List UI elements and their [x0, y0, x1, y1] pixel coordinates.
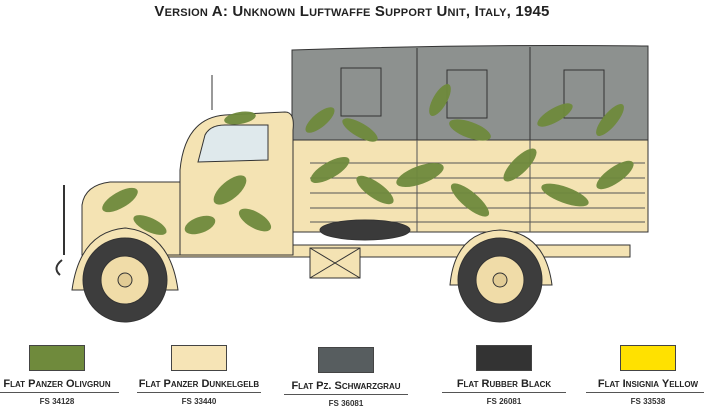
- rear-wheel: [457, 237, 543, 323]
- swatch-name: Flat Insignia Yellow: [597, 378, 699, 390]
- swatch-code: FS 36081: [328, 399, 364, 408]
- swatch-name: Flat Rubber Black: [456, 378, 552, 390]
- front-wheel: [82, 237, 168, 323]
- swatch-code: FS 34128: [39, 397, 75, 406]
- swatch-code: FS 33538: [630, 397, 666, 406]
- cargo-bed: [291, 139, 649, 233]
- truck-illustration: [55, 45, 649, 323]
- swatch-name: Flat Pz. Schwarzgrau: [291, 380, 401, 392]
- color-chip: [171, 345, 227, 371]
- swatch-panzer-olivgrun: Flat Panzer Olivgrun FS 34128: [0, 345, 127, 406]
- color-chip: [620, 345, 676, 371]
- color-chip: [476, 345, 532, 371]
- swatch-name: Flat Panzer Dunkelgelb: [138, 378, 260, 390]
- swatch-rubber-black: Flat Rubber Black FS 26081: [434, 345, 574, 406]
- color-chip: [29, 345, 85, 371]
- color-chip: [318, 347, 374, 373]
- swatch-name: Flat Panzer Olivgrun: [3, 378, 111, 390]
- spare-tire: [319, 219, 411, 241]
- swatch-insignia-yellow: Flat Insignia Yellow FS 33538: [578, 345, 704, 406]
- page-title: Version A: Unknown Luftwaffe Support Uni…: [154, 3, 550, 20]
- cab-window: [197, 124, 269, 163]
- swatch-code: FS 26081: [486, 397, 522, 406]
- swatch-panzer-dunkelgelb: Flat Panzer Dunkelgelb FS 33440: [129, 345, 269, 406]
- swatch-code: FS 33440: [181, 397, 217, 406]
- swatch-pz-schwarzgrau: Flat Pz. Schwarzgrau FS 36081: [276, 347, 416, 408]
